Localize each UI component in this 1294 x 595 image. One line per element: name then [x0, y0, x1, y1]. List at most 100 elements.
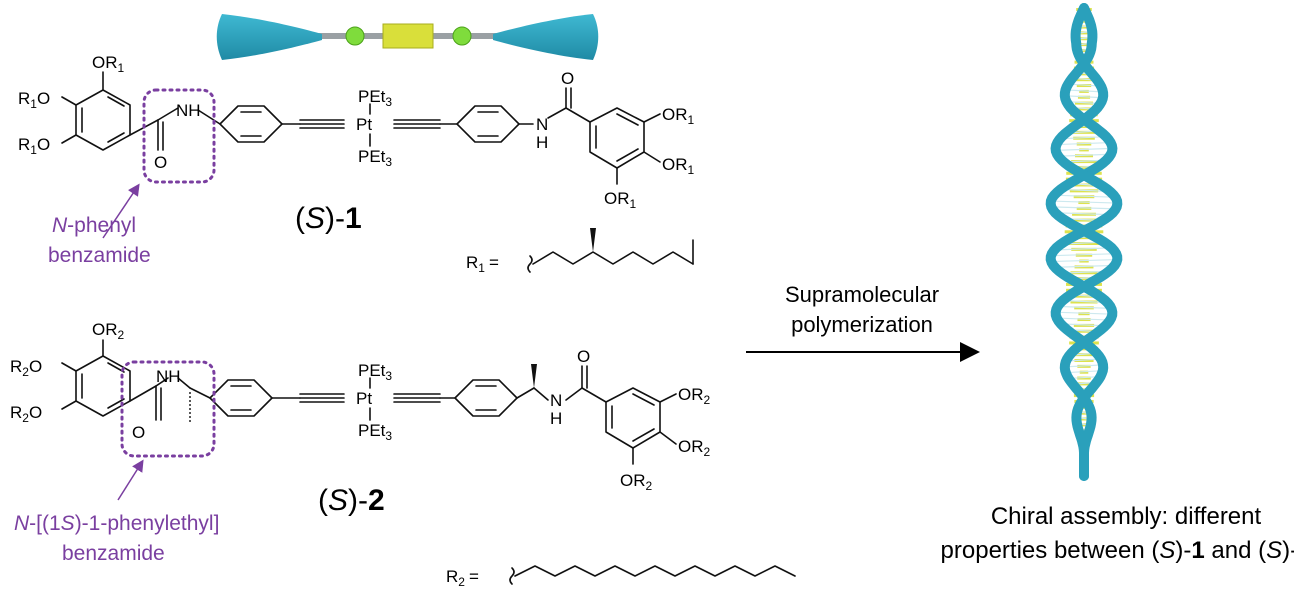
r1-definition: R1= — [466, 253, 499, 275]
arrow-label-line1: Supramolecular — [785, 282, 939, 307]
svg-text:OR1: OR1 — [604, 189, 637, 211]
c2-left-bot-o: O — [29, 403, 42, 422]
helix-strand-2 — [1045, 3, 1123, 481]
c2-amide-nh: NH — [156, 367, 181, 386]
helix-rung — [1054, 194, 1114, 198]
helix-rung — [1065, 370, 1103, 374]
c1-left-top-or: OR — [92, 53, 118, 72]
helix-rung — [1057, 305, 1111, 309]
c2-pet3-bot-sub: 3 — [385, 429, 392, 443]
c2-pet3-bot: PEt — [358, 421, 386, 440]
svg-text:R2O: R2O — [10, 357, 42, 379]
molecule-schematic — [216, 14, 599, 60]
svg-text:PEt3: PEt3 — [358, 87, 392, 109]
svg-text:PEt3: PEt3 — [358, 421, 392, 443]
arrow-label-line2: polymerization — [791, 312, 933, 337]
svg-text:PEt3: PEt3 — [358, 361, 392, 383]
c2-pt: Pt — [356, 389, 372, 408]
c1-right-mid-or: OR — [662, 155, 688, 174]
helix-rung — [1056, 317, 1112, 321]
c1-amide-nh: NH — [176, 101, 201, 120]
annotation-2-line1: N-[(1S)-1-phenylethyl] — [14, 512, 219, 535]
compound-2-structure — [61, 339, 677, 465]
c1-sub-b: 1 — [30, 97, 37, 111]
svg-text:OR1: OR1 — [662, 155, 695, 177]
svg-text:OR2: OR2 — [92, 320, 125, 342]
c1-right-top-or: OR — [662, 105, 688, 124]
c2-pet3-top: PEt — [358, 361, 386, 380]
r1-chain — [527, 228, 694, 273]
c1-sub-e: 1 — [688, 163, 695, 177]
caption-line2: properties between (S)-1 and (S)-2 — [941, 537, 1294, 564]
c1-pet3-top: PEt — [358, 87, 386, 106]
c2-sub-e: 2 — [704, 445, 711, 459]
c1-sub-d: 1 — [688, 113, 695, 127]
helix-rung — [1050, 200, 1118, 204]
svg-text:OR2: OR2 — [620, 471, 653, 493]
c2-left-mid-o: O — [29, 357, 42, 376]
c1-left-bot-o: O — [37, 135, 50, 154]
c1-pet3-bot: PEt — [358, 147, 386, 166]
helix-rung — [1050, 258, 1118, 263]
c2-left-bot-r: R — [10, 403, 22, 422]
compound-1-structure — [61, 71, 661, 185]
svg-text:OR1: OR1 — [662, 105, 695, 127]
svg-text:OR1: OR1 — [92, 53, 125, 75]
c2-left-mid-r: R — [10, 357, 22, 376]
caption-line1: Chiral assembly: different — [991, 503, 1262, 530]
c2-left-top-or: OR — [92, 320, 118, 339]
c2-right-bot-or: OR — [620, 471, 646, 490]
highlight-box-1 — [142, 88, 216, 184]
annotation-2-arrow — [117, 459, 144, 501]
c2-pet3-top-sub: 3 — [385, 369, 392, 383]
c1-left-mid-o: O — [37, 89, 50, 108]
helix-rung — [1064, 364, 1104, 368]
annotation-1-line2: benzamide — [48, 244, 151, 267]
svg-text:R2O: R2O — [10, 403, 42, 425]
svg-text:OR2: OR2 — [678, 437, 711, 459]
c2-amide-h-right: H — [550, 409, 562, 428]
compound-2-name: (S)-2 — [318, 484, 385, 517]
helix-rung — [1051, 206, 1117, 210]
c1-pt: Pt — [356, 115, 372, 134]
helix-rung — [1051, 253, 1117, 257]
svg-text:R1O: R1O — [18, 135, 50, 157]
c2-right-top-or: OR — [678, 385, 704, 404]
c2-sub-f: 2 — [646, 479, 653, 493]
compound-1-name: (S)-1 — [295, 202, 362, 235]
c1-right-bot-or: OR — [604, 189, 630, 208]
helix-rung — [1057, 141, 1111, 146]
helix-rung — [1065, 89, 1103, 93]
c2-sub-d: 2 — [704, 393, 711, 407]
c2-sub-c: 2 — [22, 411, 29, 425]
c1-left-bot-r: R — [18, 135, 30, 154]
annotation-1-arrow — [102, 183, 140, 239]
c1-sub-a: 1 — [118, 61, 125, 75]
r2-chain — [509, 565, 796, 585]
helix-rung — [1056, 247, 1112, 251]
c1-pet3-top-sub: 3 — [385, 95, 392, 109]
annotation-1-line1: N-phenyl — [52, 214, 136, 237]
helix-rung — [1055, 311, 1113, 315]
c1-amide-n-right: N — [536, 115, 548, 134]
helix-rung — [1061, 136, 1107, 140]
c1-amide-h-right: H — [536, 133, 548, 152]
c2-right-mid-or: OR — [678, 437, 704, 456]
helix-rung — [1053, 264, 1115, 268]
c1-left-mid-r: R — [18, 89, 30, 108]
highlight-box-2 — [120, 360, 216, 458]
c1-sub-c: 1 — [30, 143, 37, 157]
helix-assembly-illustration — [1045, 3, 1123, 481]
c2-amide-o: O — [132, 423, 145, 442]
c2-amide-n-right: N — [550, 391, 562, 410]
helix-rung — [1064, 95, 1104, 99]
c1-sub-f: 1 — [630, 197, 637, 211]
svg-text:OR2: OR2 — [678, 385, 711, 407]
svg-text:R1O: R1O — [18, 89, 50, 111]
annotation-2-line2: benzamide — [62, 542, 165, 565]
helix-rung — [1055, 147, 1113, 151]
c1-amide-o: O — [154, 153, 167, 172]
svg-text:PEt3: PEt3 — [358, 147, 392, 169]
c1-amide-o-right: O — [561, 69, 574, 88]
